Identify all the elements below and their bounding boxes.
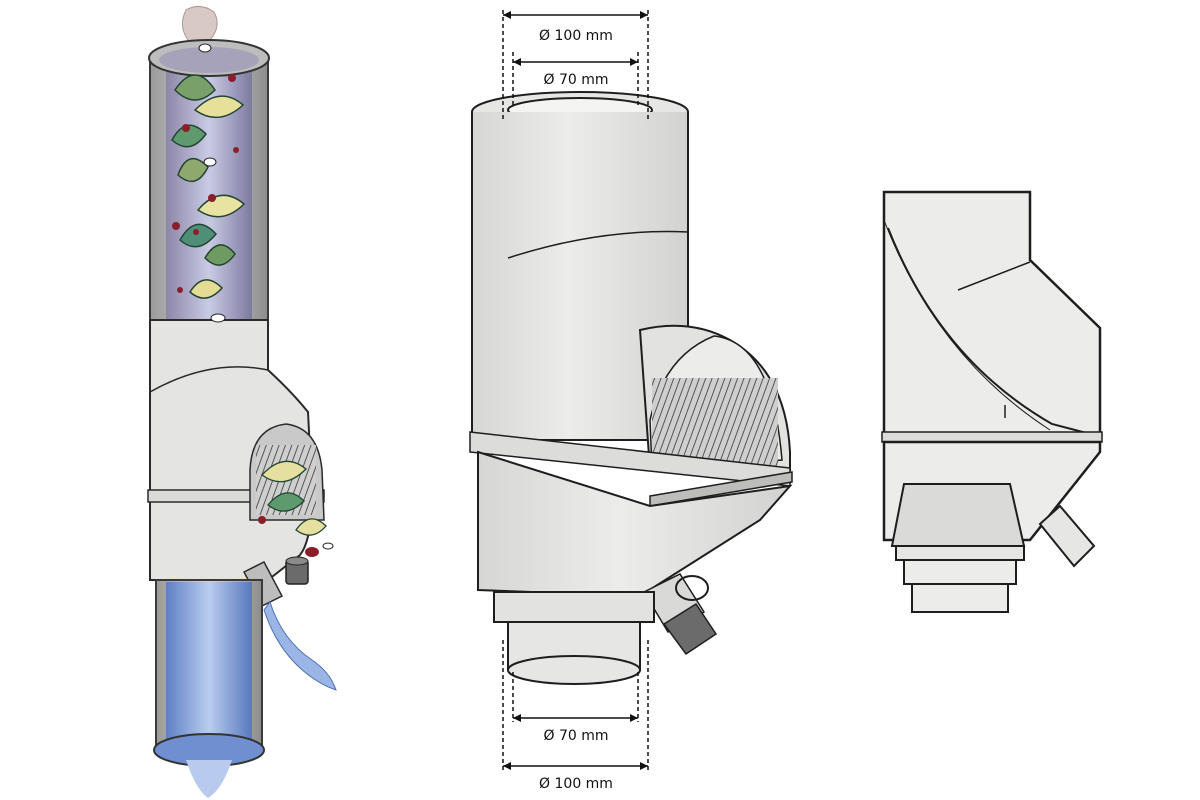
water-outflow [186,760,232,798]
cutaway-illustration [147,6,337,798]
grate-lip [649,471,793,507]
leaf-falling [295,518,327,536]
body-seam [507,230,689,259]
bottom-collar [493,591,655,623]
section-bottom-taper [890,483,1026,547]
lower-pipe-water [166,582,252,750]
dimension-top-outer: Ø 100 mm [539,28,613,44]
section-bottom-spigot [911,583,1009,613]
body-curve [149,366,269,393]
lower-body [477,450,793,598]
debris-dot [305,547,319,557]
debris-dot [258,516,266,524]
section-outlet [1038,504,1096,568]
dimension-bottom-outer: Ø 100 mm [539,776,613,792]
upper-cylinder [471,112,689,441]
outlet-cap [662,602,718,656]
upper-pipe-inner-rim [159,47,259,73]
product-3d-view: Ø 100 mm Ø 70 mm Ø 70 mm Ø 100 mm [469,10,793,792]
dimension-lines [502,10,649,772]
dimension-top-inner: Ø 70 mm [543,72,608,88]
side-section-view [881,190,1103,613]
filter-grate [652,378,778,468]
section-upper-body [882,190,1102,438]
insect-icon [198,43,334,550]
section-seam [957,261,1031,291]
bottom-spigot-rim [507,655,641,685]
outlet-cap [285,556,309,585]
dimension-bottom-inner: Ø 70 mm [543,728,608,744]
section-filter-curve [887,227,1099,437]
section-bottom-collar [895,545,1025,561]
section-band [881,431,1103,443]
dimension-arrows [503,11,648,770]
leaves-debris [171,74,246,299]
section-filter-curve-inner [883,219,1051,431]
leaf-in-window [261,460,307,483]
cap-ring [675,575,709,601]
outlet-water-jet [263,600,337,691]
leaf-in-window [267,492,305,512]
section-bottom-ring [903,559,1017,585]
